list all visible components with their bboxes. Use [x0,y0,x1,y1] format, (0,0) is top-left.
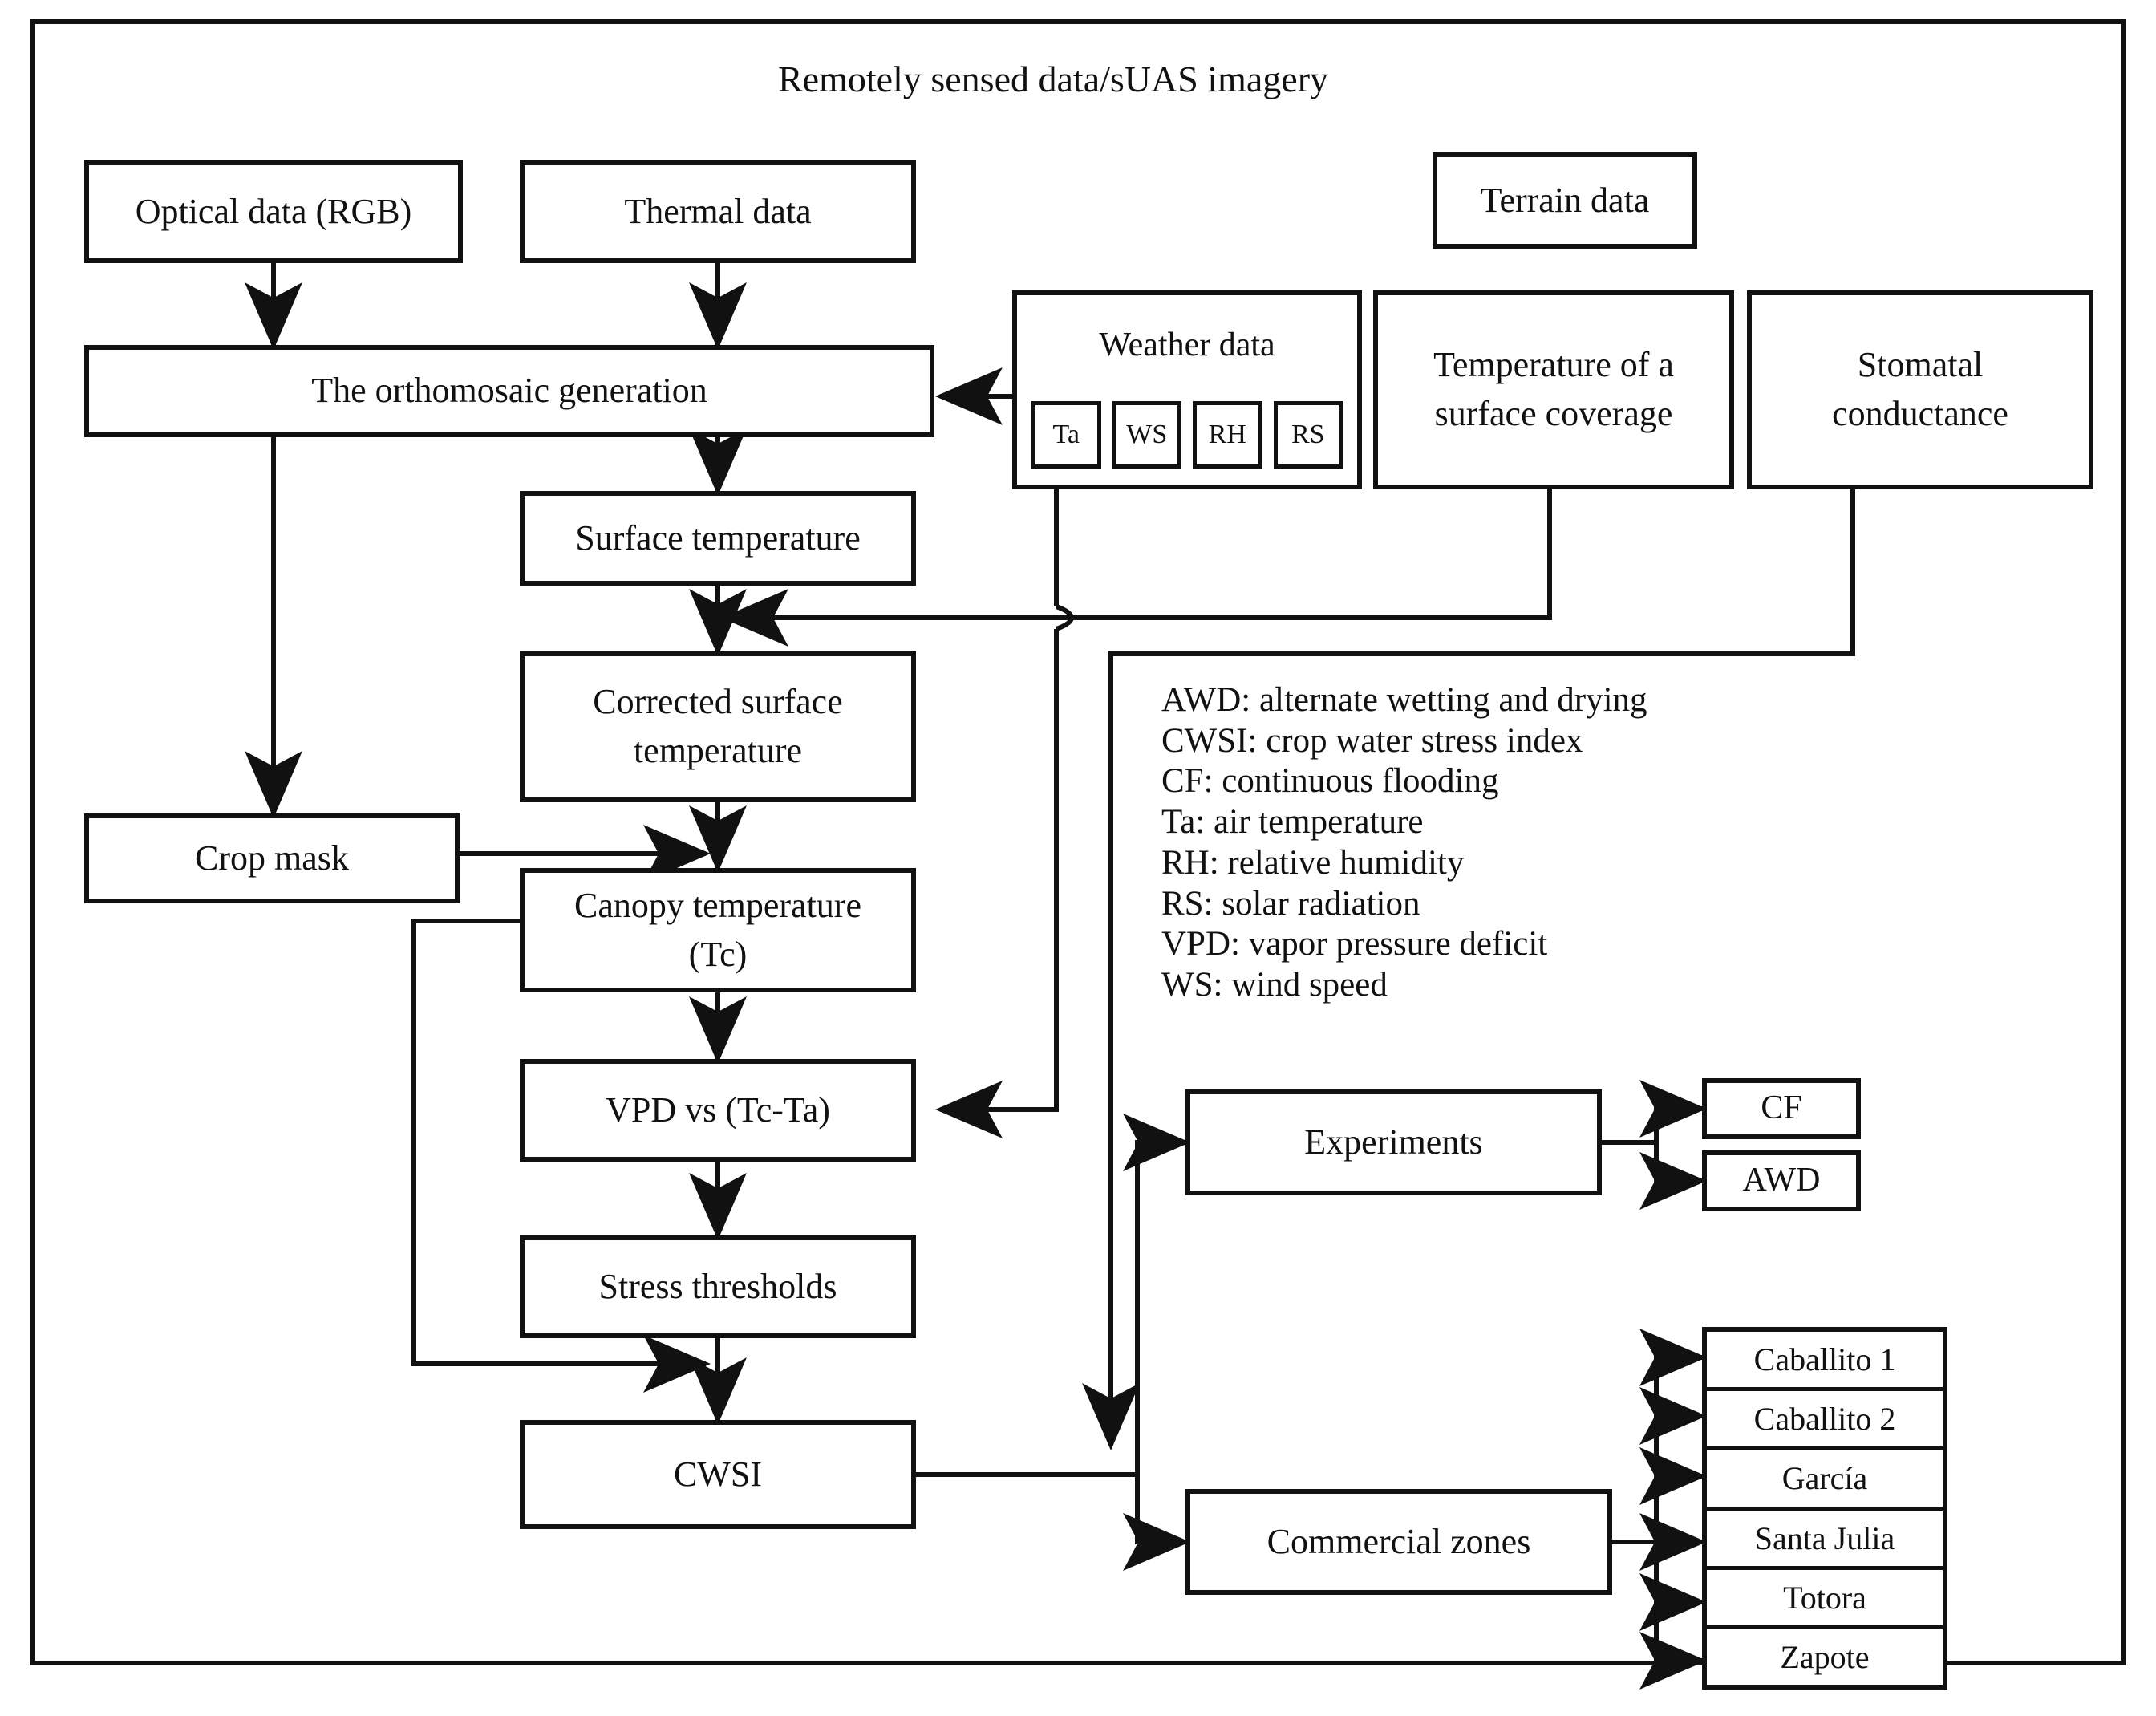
legend-item-awd: AWD: alternate wetting and drying [1161,681,1647,719]
node-commercial-zones[interactable]: Commercial zones [1185,1489,1612,1595]
legend-item-cwsi: CWSI: crop water stress index [1161,721,1583,760]
node-stress-thresholds[interactable]: Stress thresholds [520,1235,916,1338]
zone-item-garcia[interactable]: García [1707,1450,1943,1511]
legend-item-rs: RS: solar radiation [1161,884,1420,923]
legend-item-ta: Ta: air temperature [1161,803,1424,842]
node-surface-temperature[interactable]: Surface temperature [520,491,916,586]
node-terrain-data-label: Terrain data [1480,180,1650,220]
zone-item-zapote[interactable]: Zapote [1780,1638,1870,1675]
node-stress-thresholds-label: Stress thresholds [598,1266,837,1306]
node-cwsi-label: CWSI [674,1454,762,1494]
node-crop-mask[interactable]: Crop mask [84,813,460,903]
legend-item-vpd: VPD: vapor pressure deficit [1161,925,1548,963]
node-canopy-temperature-line1: Canopy temperature [574,885,861,925]
node-cwsi[interactable]: CWSI [520,1420,916,1529]
node-treatment-awd[interactable]: AWD [1702,1150,1861,1211]
node-stomatal-conductance-line2: conductance [1832,394,2008,433]
node-thermal-data[interactable]: Thermal data [520,160,916,263]
weather-var-ws[interactable]: WS [1112,401,1181,469]
diagram-title: Remotely sensed data/sUAS imagery [778,59,1329,99]
node-experiments[interactable]: Experiments [1185,1089,1602,1195]
node-stomatal-conductance[interactable]: Stomatal conductance [1747,290,2093,489]
node-experiments-label: Experiments [1304,1122,1483,1162]
node-orthomosaic-generation-label: The orthomosaic generation [311,371,707,411]
node-corrected-surface-temperature[interactable]: Corrected surface temperature [520,651,916,802]
legend-item-rh: RH: relative humidity [1161,843,1465,882]
weather-var-ta[interactable]: Ta [1031,401,1101,469]
node-terrain-data[interactable]: Terrain data [1433,152,1697,249]
abbreviation-legend: AWD: alternate wetting and drying CWSI: … [1161,680,1647,1006]
node-surface-temperature-label: Surface temperature [575,517,861,558]
node-commercial-zones-label: Commercial zones [1266,1521,1531,1561]
weather-var-rs[interactable]: RS [1273,401,1343,469]
node-canopy-temperature[interactable]: Canopy temperature (Tc) [520,868,916,992]
zone-item-caballito-1[interactable]: Caballito 1 [1707,1332,1943,1392]
zone-item-caballito-2[interactable]: Caballito 2 [1707,1391,1943,1451]
node-treatment-awd-label: AWD [1742,1162,1821,1199]
node-temperature-surface-coverage-line1: Temperature of a [1433,345,1674,385]
legend-item-cf: CF: continuous flooding [1161,762,1499,801]
node-optical-data[interactable]: Optical data (RGB) [84,160,463,263]
node-weather-data[interactable]: Weather data Ta WS RH RS [1012,290,1362,489]
node-corrected-surface-temperature-line1: Corrected surface [593,682,843,722]
node-treatment-cf-label: CF [1761,1089,1802,1127]
node-optical-data-label: Optical data (RGB) [135,191,412,231]
node-crop-mask-label: Crop mask [195,838,349,878]
node-temperature-surface-coverage-line2: surface coverage [1434,394,1673,433]
node-orthomosaic-generation[interactable]: The orthomosaic generation [84,345,934,437]
node-vpd-vs-tc-ta[interactable]: VPD vs (Tc-Ta) [520,1059,916,1162]
node-thermal-data-label: Thermal data [624,191,812,231]
zone-item-santa-julia[interactable]: Santa Julia [1707,1511,1943,1570]
node-stomatal-conductance-line1: Stomatal [1857,345,1984,385]
commercial-zone-list: Caballito 1 Caballito 2 García Santa Jul… [1702,1327,1947,1690]
node-vpd-vs-tc-ta-label: VPD vs (Tc-Ta) [606,1089,830,1130]
legend-item-ws: WS: wind speed [1161,966,1388,1004]
node-treatment-cf[interactable]: CF [1702,1078,1861,1139]
node-temperature-surface-coverage[interactable]: Temperature of a surface coverage [1373,290,1734,489]
node-corrected-surface-temperature-line2: temperature [633,731,803,770]
zone-item-totora[interactable]: Totora [1707,1570,1943,1629]
weather-var-rh[interactable]: RH [1193,401,1262,469]
weather-variable-row: Ta WS RH RS [1031,401,1343,469]
node-canopy-temperature-line2: (Tc) [688,934,748,974]
node-weather-data-label: Weather data [1099,327,1275,363]
